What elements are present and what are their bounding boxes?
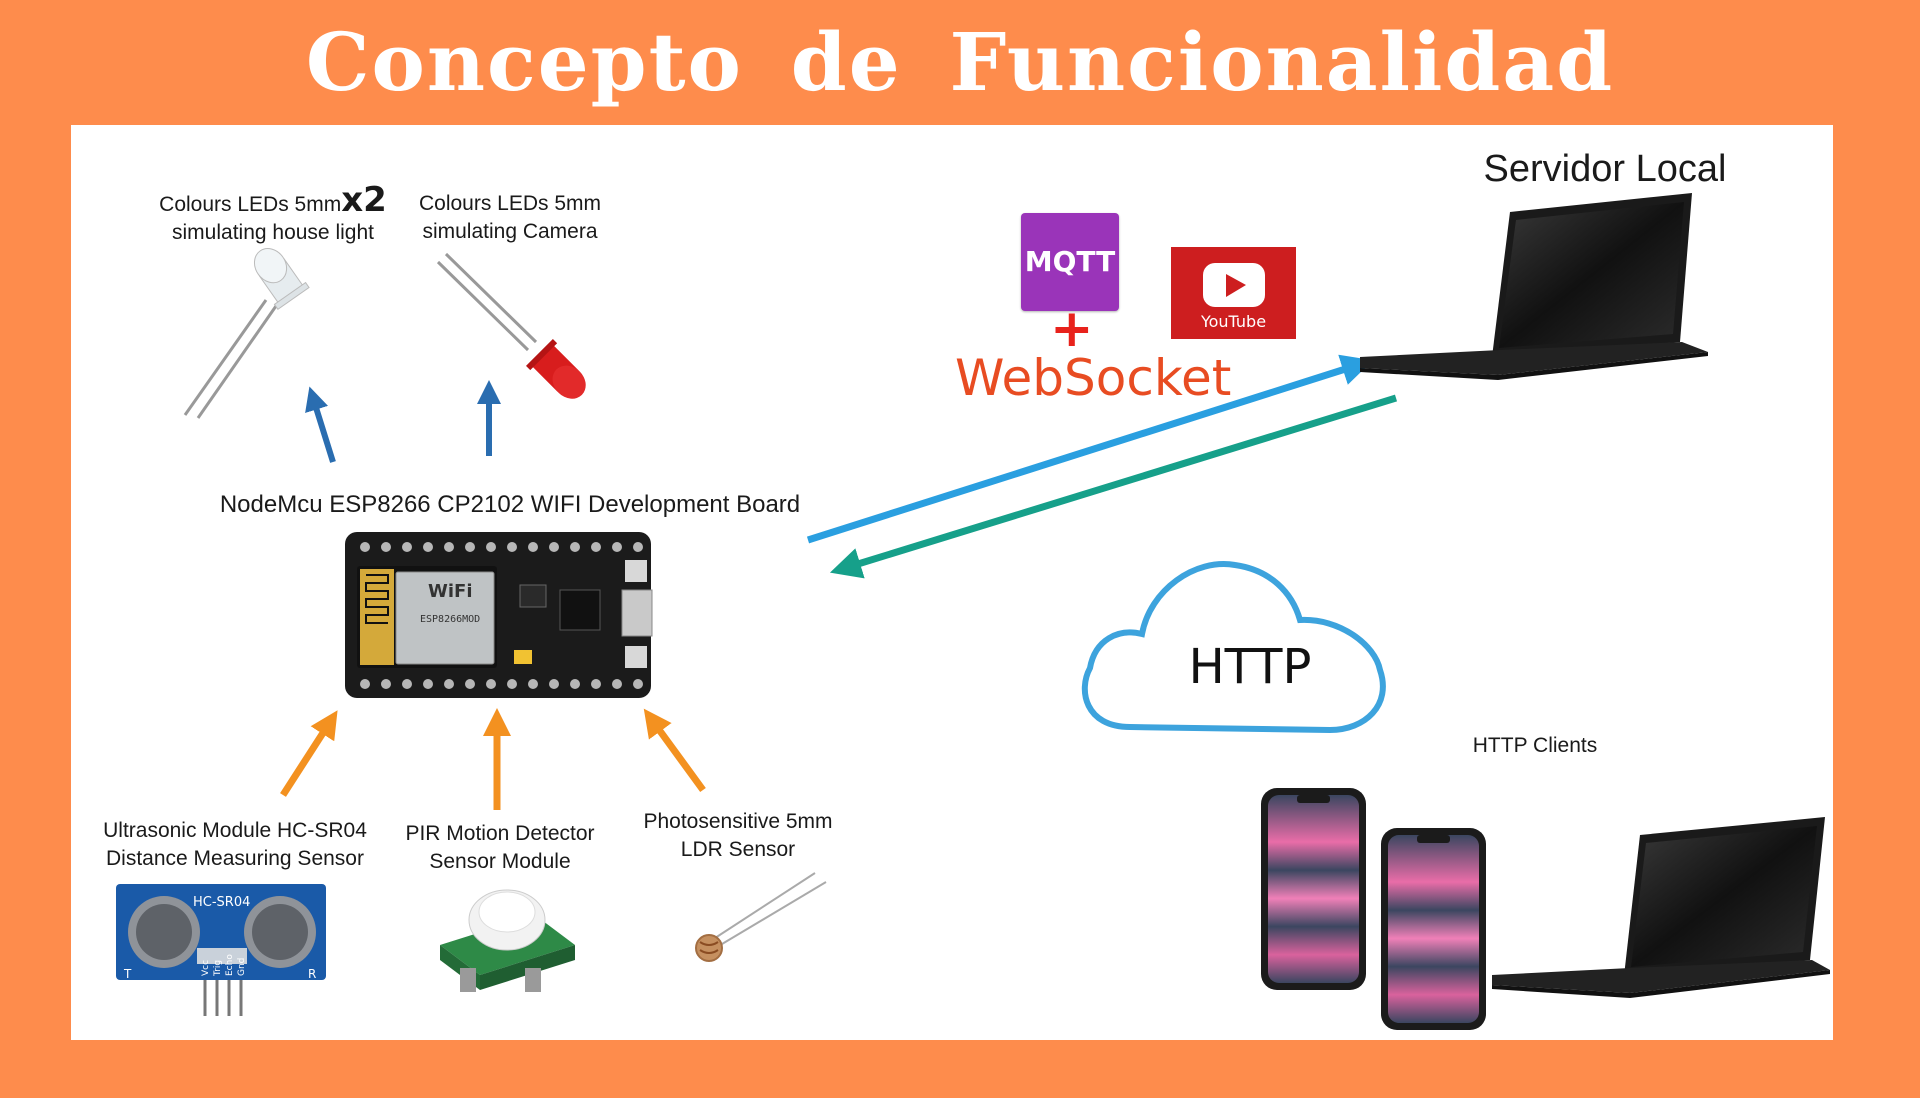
ultrasonic-pin-vcc: Vcc <box>201 960 211 976</box>
label-leds-house: Colours LEDs 5mmx2 simulating house ligh… <box>148 183 398 247</box>
websocket-logo: WebSocket <box>955 349 1232 407</box>
pir-line1: PIR Motion Detector <box>405 822 595 845</box>
arrow-board-to-server <box>806 354 1374 544</box>
label-ldr: Photosensitive 5mm LDR Sensor <box>638 808 838 864</box>
ultrasonic-pin-r: R <box>308 967 316 981</box>
nodemcu-board-icon <box>345 532 653 698</box>
leds-house-multiplier: x2 <box>341 180 387 220</box>
ultrasonic-line1: Ultrasonic Module HC-SR04 <box>103 819 367 842</box>
label-ultrasonic: Ultrasonic Module HC-SR04 Distance Measu… <box>100 817 370 873</box>
arrow-server-to-board <box>829 394 1398 579</box>
ultrasonic-pin-gnd: Gnd <box>237 958 247 976</box>
ultrasonic-line2: Distance Measuring Sensor <box>106 847 364 870</box>
ldr-line2: LDR Sensor <box>680 838 796 861</box>
arrow-from-ultrasonic <box>280 710 338 797</box>
label-http-clients: HTTP Clients <box>1472 734 1598 757</box>
youtube-label: YouTube <box>1200 312 1267 331</box>
phone-icon-2 <box>1381 828 1486 1030</box>
label-board: NodeMcu ESP8266 CP2102 WIFI Development … <box>219 491 801 518</box>
ldr-sensor-icon <box>695 872 827 962</box>
label-pir: PIR Motion Detector Sensor Module <box>400 820 600 876</box>
pir-sensor-icon <box>440 889 575 992</box>
leds-house-line2: simulating house light <box>172 221 374 244</box>
youtube-play-icon <box>1203 263 1265 307</box>
server-laptop-icon <box>1360 193 1708 380</box>
board-model-text: ESP8266MOD <box>420 614 480 625</box>
led-clear-icon <box>183 248 310 419</box>
ultrasonic-model-text: HC-SR04 <box>193 895 250 910</box>
phone-icon <box>1261 788 1366 990</box>
client-laptop-icon <box>1492 817 1830 998</box>
leds-camera-line1: Colours LEDs 5mm <box>418 192 602 215</box>
leds-house-line1: Colours LEDs 5mm <box>159 193 342 216</box>
plus-sign: + <box>1050 299 1094 359</box>
mqtt-logo: MQTT <box>1021 213 1119 311</box>
pir-line2: Sensor Module <box>429 850 571 873</box>
led-red-icon <box>436 252 586 399</box>
label-leds-camera: Colours LEDs 5mm simulating Camera <box>410 190 610 246</box>
arrow-from-ldr <box>643 708 706 793</box>
http-cloud-icon <box>1081 561 1386 734</box>
ultrasonic-pin-t: T <box>123 967 132 981</box>
ldr-line1: Photosensitive 5mm <box>643 810 833 833</box>
ultrasonic-sensor-icon <box>116 884 326 1016</box>
label-server: Servidor Local <box>1483 148 1727 190</box>
http-label: HTTP <box>1188 639 1312 695</box>
arrow-to-led-house <box>305 386 336 463</box>
page-title: Concepto de Funcionalidad <box>305 15 1615 109</box>
youtube-logo: YouTube <box>1171 247 1296 339</box>
ultrasonic-pin-trig: Trig <box>213 960 223 977</box>
board-wifi-text: WiFi <box>428 581 473 602</box>
ultrasonic-pin-echo: Echo <box>225 954 235 976</box>
leds-camera-line2: simulating Camera <box>422 220 598 243</box>
